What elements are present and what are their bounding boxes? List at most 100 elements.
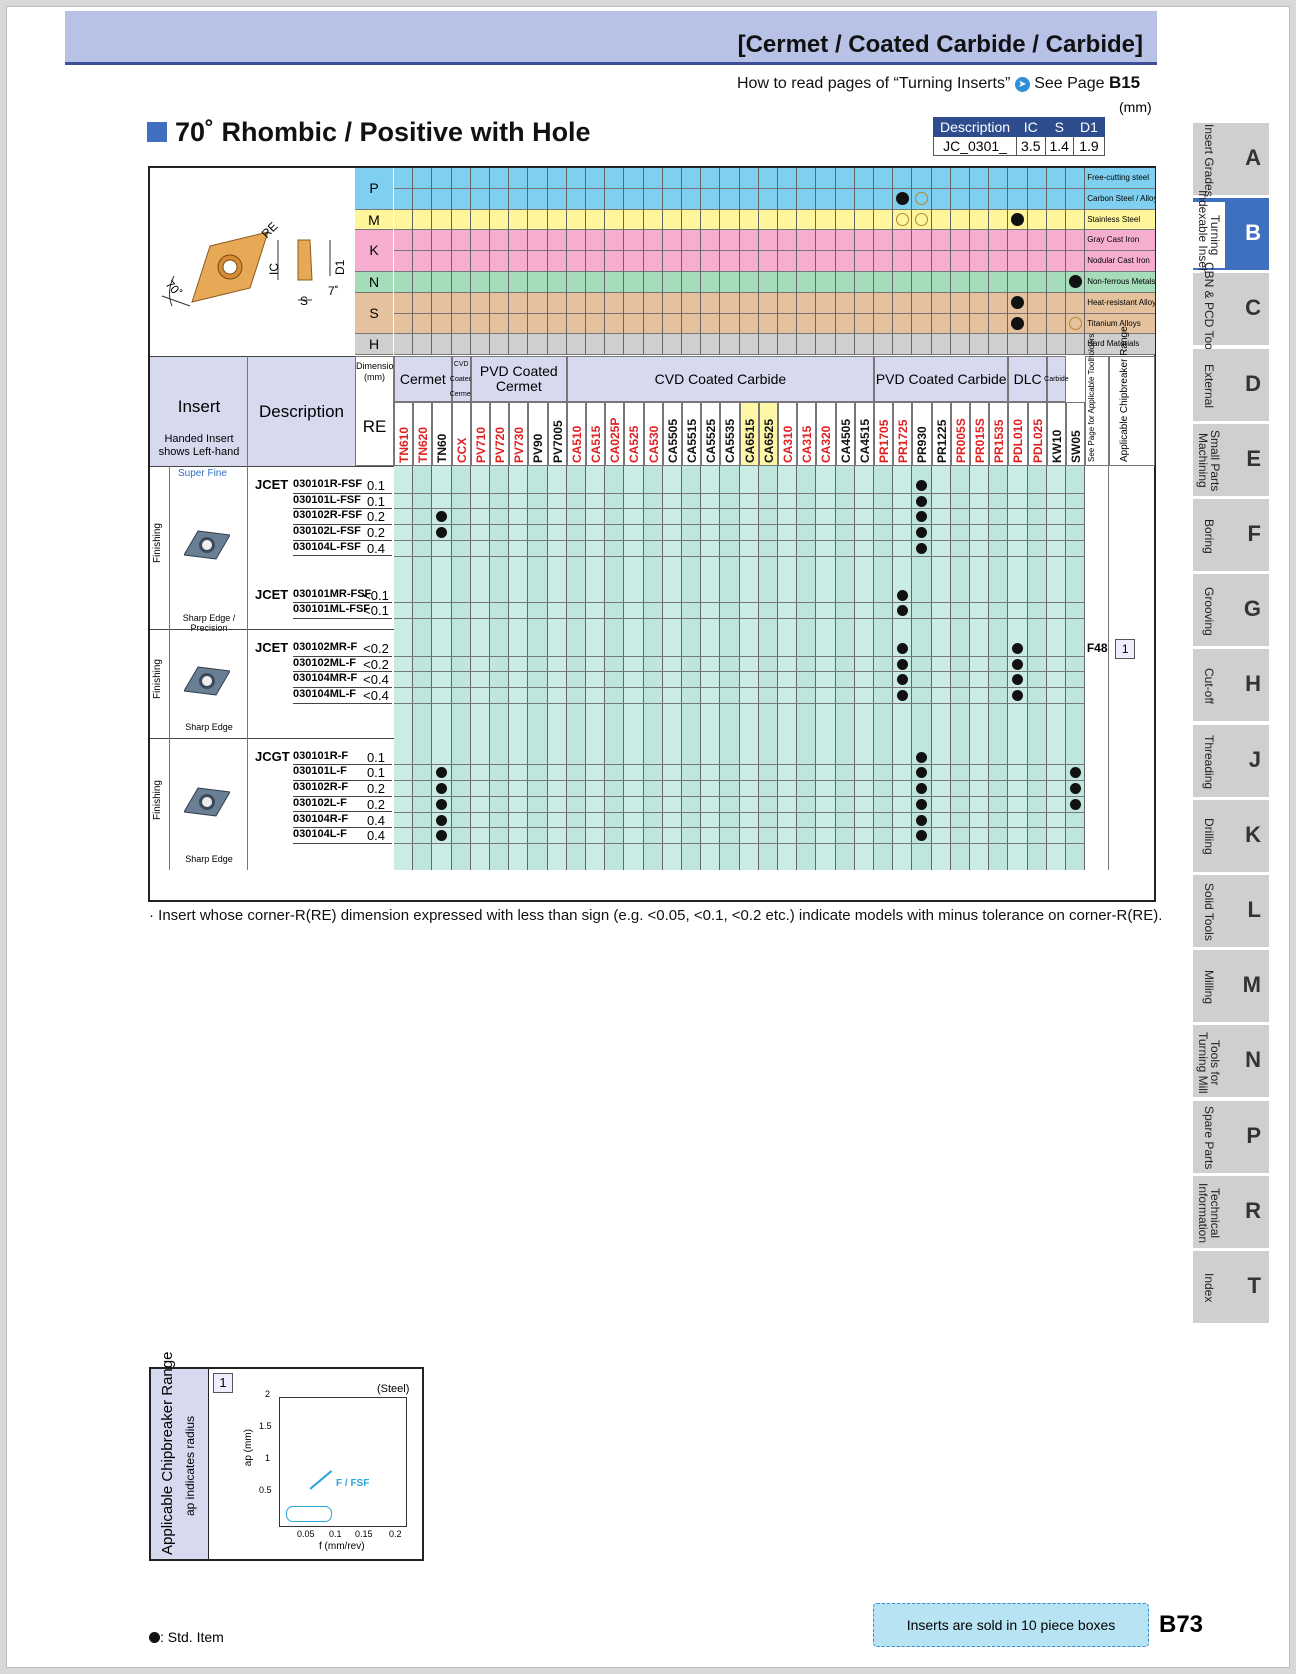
grid-cell	[836, 188, 855, 210]
tab-label: Boring	[1202, 518, 1216, 554]
grid-cell	[778, 272, 798, 293]
grid-cell	[1066, 230, 1086, 252]
grid-cell	[567, 334, 586, 356]
grid-cell	[490, 334, 510, 356]
grade-name: CA025P	[605, 402, 625, 466]
grade-name-text: PR930	[915, 426, 930, 463]
tab-label: Cut-off	[1202, 668, 1216, 705]
grid-cell	[624, 334, 644, 356]
tab-label: Spare Parts	[1202, 1105, 1216, 1170]
grid-cell	[855, 209, 874, 231]
grid-cell	[778, 188, 798, 210]
grid-cell	[797, 230, 817, 252]
grid-cell	[874, 188, 894, 210]
grid-cell	[509, 272, 529, 293]
grid-cell	[1047, 209, 1066, 231]
grid-cell	[509, 188, 529, 210]
grid-cell	[644, 334, 663, 356]
tab-label: Technical Information	[1196, 1182, 1222, 1243]
grid-cell	[471, 188, 490, 210]
grade-column	[874, 466, 894, 629]
dim-cell: 1.4	[1044, 136, 1074, 156]
grid-cell	[855, 188, 874, 210]
grid-cell	[432, 188, 452, 210]
dimension-table: Description IC S D1 JC_0301_ 3.5 1.4 1.9	[932, 117, 1105, 156]
grid-cell	[816, 272, 836, 293]
material-letter-S: S	[355, 292, 393, 335]
grade-name: CA6515	[739, 402, 759, 466]
grade-group-header: Carbide	[1044, 356, 1069, 402]
row-rule	[394, 764, 1086, 766]
grid-cell	[816, 313, 836, 335]
grade-column	[893, 466, 913, 629]
see-page-header	[1085, 356, 1110, 466]
grid-cell	[816, 230, 836, 252]
grade-name-text: SW05	[1069, 430, 1083, 463]
tab-label-box: Threading	[1193, 729, 1225, 795]
grid-cell	[759, 168, 778, 189]
grade-column	[566, 628, 586, 738]
std-item-dot	[916, 511, 928, 523]
tab-letter: E	[1246, 445, 1261, 471]
see-page-number[interactable]: B15	[1108, 73, 1141, 92]
grid-cell	[509, 334, 529, 356]
square-bullet-icon	[147, 122, 167, 142]
tab-label-box: Solid Tools	[1193, 879, 1225, 945]
legend-text: : Std. Item	[160, 1629, 224, 1645]
dim-header: D1	[1072, 117, 1105, 137]
grade-column	[854, 628, 874, 738]
grid-cell	[797, 334, 817, 356]
grade-column	[528, 628, 548, 738]
grade-name-text: CA025P	[608, 417, 623, 463]
row-rule	[394, 842, 1086, 844]
grade-name: PR1535	[989, 402, 1009, 466]
grid-cell	[855, 168, 874, 189]
grade-name: CCX	[451, 402, 471, 466]
grade-name-text: PV710	[473, 426, 488, 463]
dim-cell: 1.9	[1072, 136, 1105, 156]
re-value: <0.1	[360, 603, 392, 619]
material-letter-H: H	[355, 334, 393, 356]
re-value: <0.1	[360, 588, 392, 604]
grid-cell	[951, 168, 970, 189]
page-number: B73	[1159, 1611, 1204, 1638]
grid-cell	[1028, 230, 1047, 252]
grid-cell	[893, 188, 913, 210]
tab-label: Small Parts Machining	[1196, 430, 1222, 492]
tab-label: CBN & PCD Tools	[1202, 262, 1216, 359]
grade-column	[701, 466, 721, 629]
grid-cell	[663, 188, 682, 210]
tab-label-box: Boring	[1193, 503, 1225, 569]
row-rule	[394, 508, 1086, 510]
tab-E[interactable]: Small Parts Machining E	[1193, 423, 1269, 498]
see-page-text: See Page for Applicable Toolholders	[1087, 333, 1097, 462]
grade-name: PR005S	[950, 402, 970, 466]
re-value: 0.4	[360, 813, 392, 829]
grid-cell	[394, 168, 414, 189]
grid-cell	[586, 168, 606, 189]
grid-cell	[701, 272, 721, 293]
grade-column	[816, 466, 836, 629]
how-to-read-link[interactable]: How to read pages of “Turning Inserts” ➤…	[737, 73, 1140, 93]
grade-symbol-half	[1011, 212, 1025, 226]
grid-cell	[624, 292, 644, 314]
grade-group-header: DLC	[1008, 356, 1047, 402]
material-label: Titanium Alloys	[1085, 313, 1156, 335]
row-rule	[394, 492, 1086, 494]
tab-label-box: External	[1193, 353, 1225, 419]
